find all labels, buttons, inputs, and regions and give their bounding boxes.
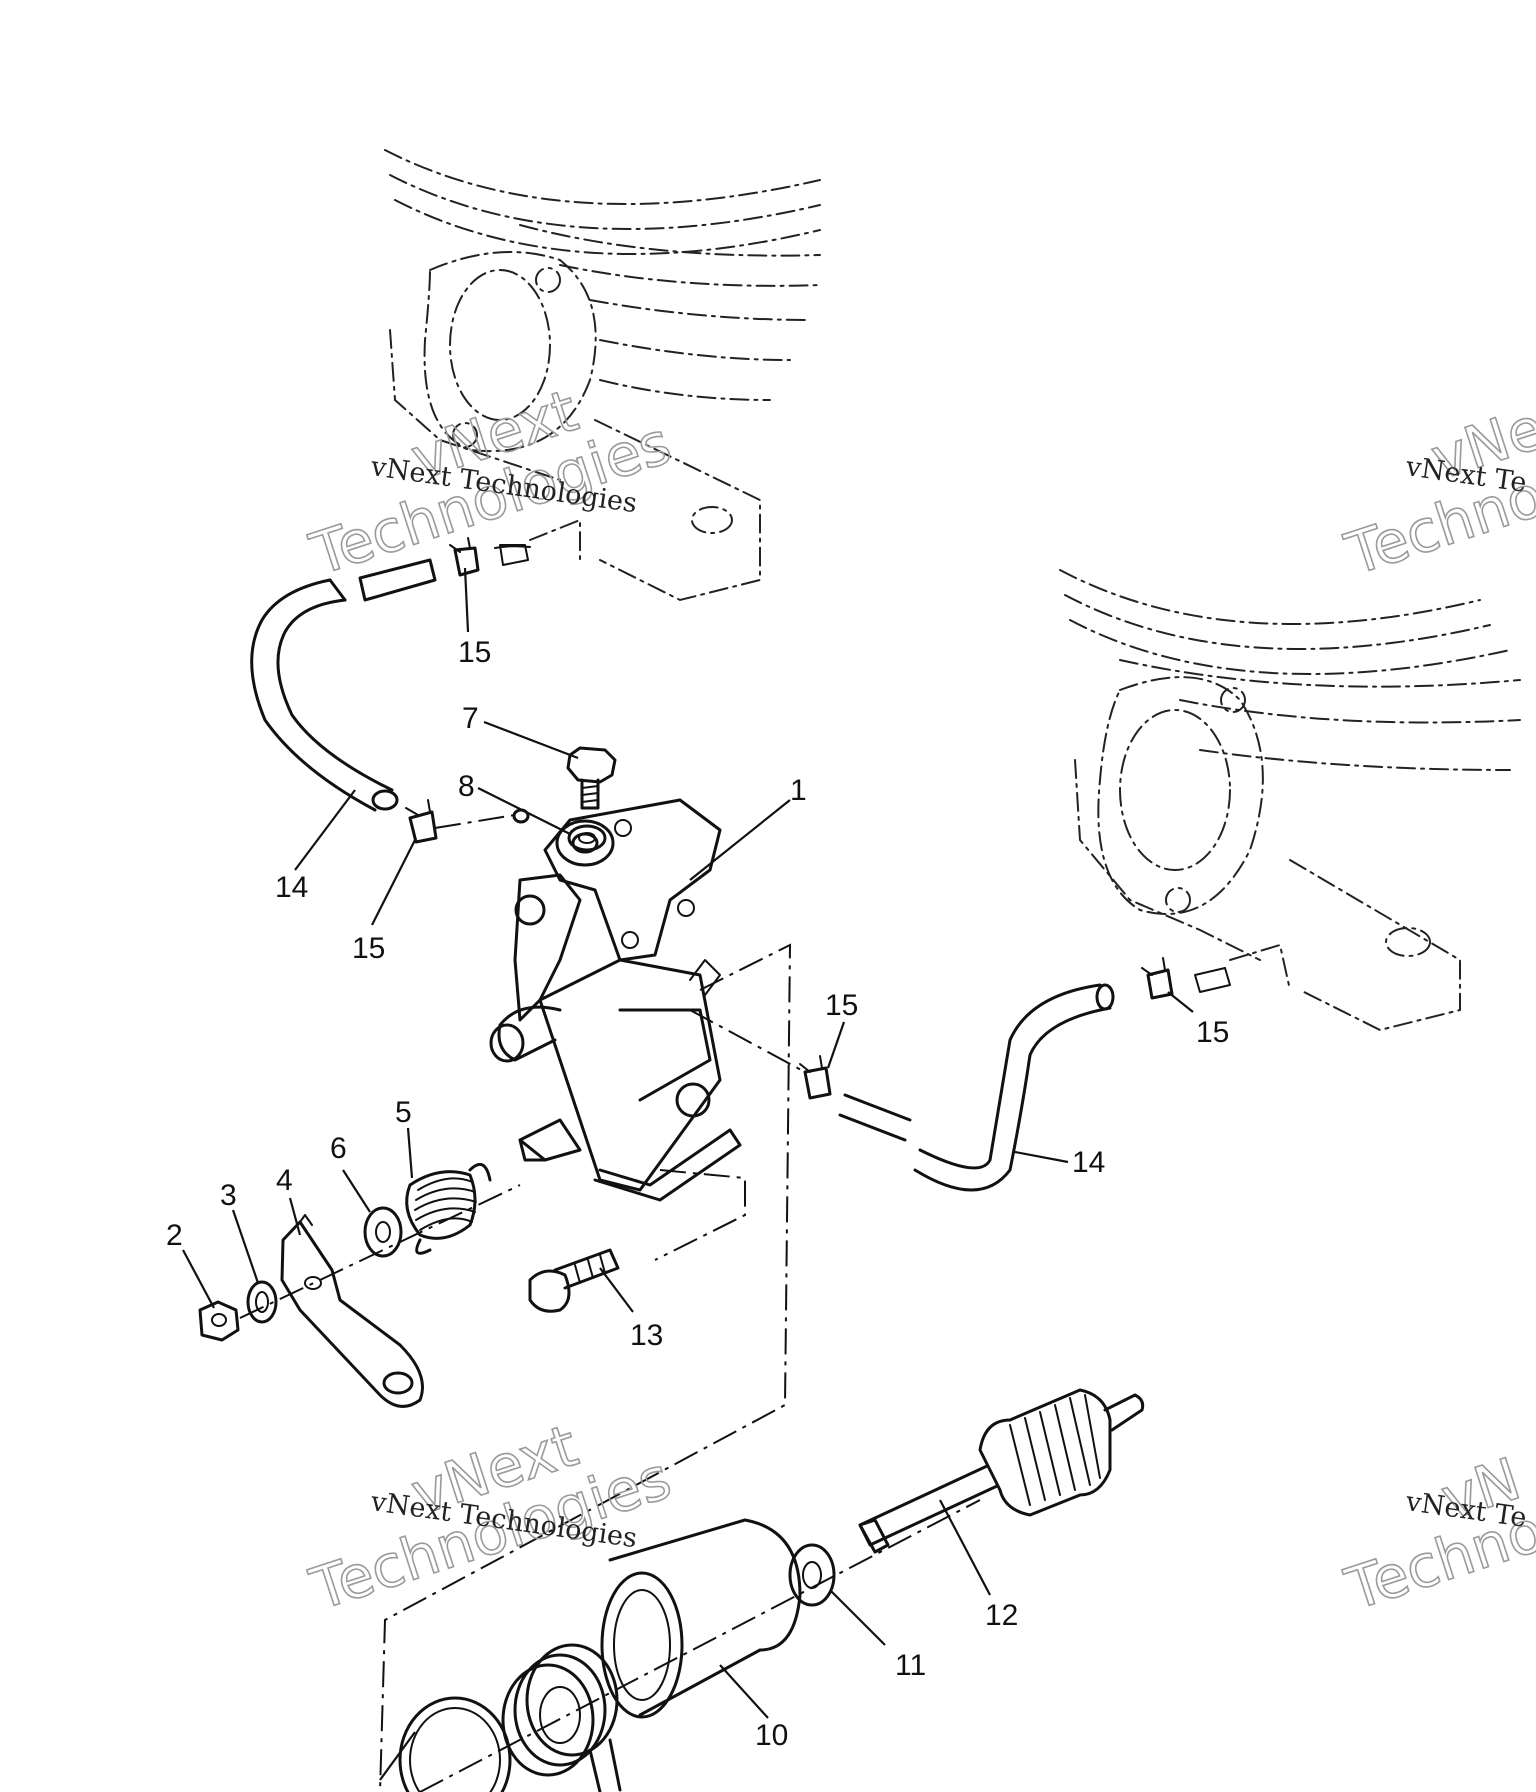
shaft-spring: [501, 1643, 622, 1792]
callout-13: 13: [630, 1319, 663, 1352]
hose-clamp-engine-right: [1141, 957, 1231, 1000]
callout-2: 2: [166, 1219, 183, 1252]
callout-15-upper: 15: [458, 636, 491, 669]
return-spring: [405, 1162, 492, 1255]
callout-6: 6: [330, 1132, 347, 1165]
hose-clamp-pump-right: [799, 1055, 832, 1100]
callout-14-right: 14: [1072, 1146, 1105, 1179]
callout-14-left: 14: [275, 871, 308, 904]
callout-labels: 1 2 3 4 5 6 7 8 10 11 12 13 14 14 15 15 …: [166, 636, 1229, 1752]
callout-1: 1: [790, 774, 807, 807]
callout-15-pump-left: 15: [352, 932, 385, 965]
control-lever: [280, 1214, 424, 1408]
hex-nut: [198, 1300, 240, 1342]
o-ring: [398, 1696, 512, 1792]
oil-hose-right: [838, 983, 1115, 1192]
banjo-bolt: [566, 746, 617, 810]
lever-axis: [239, 1184, 521, 1319]
shaft-axis: [419, 1499, 981, 1792]
watermark-bottom-right: vN Techno vNext Te: [1337, 1444, 1536, 1625]
callout-4: 4: [276, 1164, 293, 1197]
pump-inlet-axis: [434, 814, 516, 829]
watermark-top-left: vNext Technologies vNext Technologies: [302, 375, 680, 589]
lock-washer: [246, 1280, 278, 1324]
oil-pump-body: [489, 798, 742, 1202]
hose-clamp-pump-left: [405, 799, 438, 844]
mounting-bolt: [528, 1248, 620, 1313]
engine-cylinder-right: [1059, 569, 1521, 1032]
callout-3: 3: [220, 1179, 237, 1212]
drive-gear-shaft: [858, 1388, 1145, 1554]
callout-8: 8: [458, 770, 475, 803]
shaft-bushing: [600, 1518, 802, 1719]
oil-hose-left: [250, 558, 437, 812]
pump-outlet-axis: [689, 1009, 806, 1073]
thrust-washer: [788, 1543, 836, 1607]
callout-5: 5: [395, 1096, 412, 1129]
callout-10: 10: [755, 1719, 788, 1752]
watermark-bottom-left: vNext Technologies vNext Technologies: [302, 1410, 680, 1624]
callout-11: 11: [895, 1649, 926, 1682]
flat-washer: [363, 1206, 403, 1258]
callout-15-pump-right: 15: [825, 989, 858, 1022]
phantom-frame: [379, 943, 792, 1792]
watermark-top-right: vNe Techno vNext Te: [1337, 393, 1536, 590]
sealing-washer: [567, 824, 607, 852]
engine-cylinder-left: [384, 149, 821, 602]
callout-15-engine-right: 15: [1196, 1016, 1229, 1049]
callout-7: 7: [462, 702, 479, 735]
leader-lines: [182, 567, 1194, 1781]
hose-clamp-upper: [449, 537, 531, 577]
callout-12: 12: [985, 1599, 1018, 1632]
